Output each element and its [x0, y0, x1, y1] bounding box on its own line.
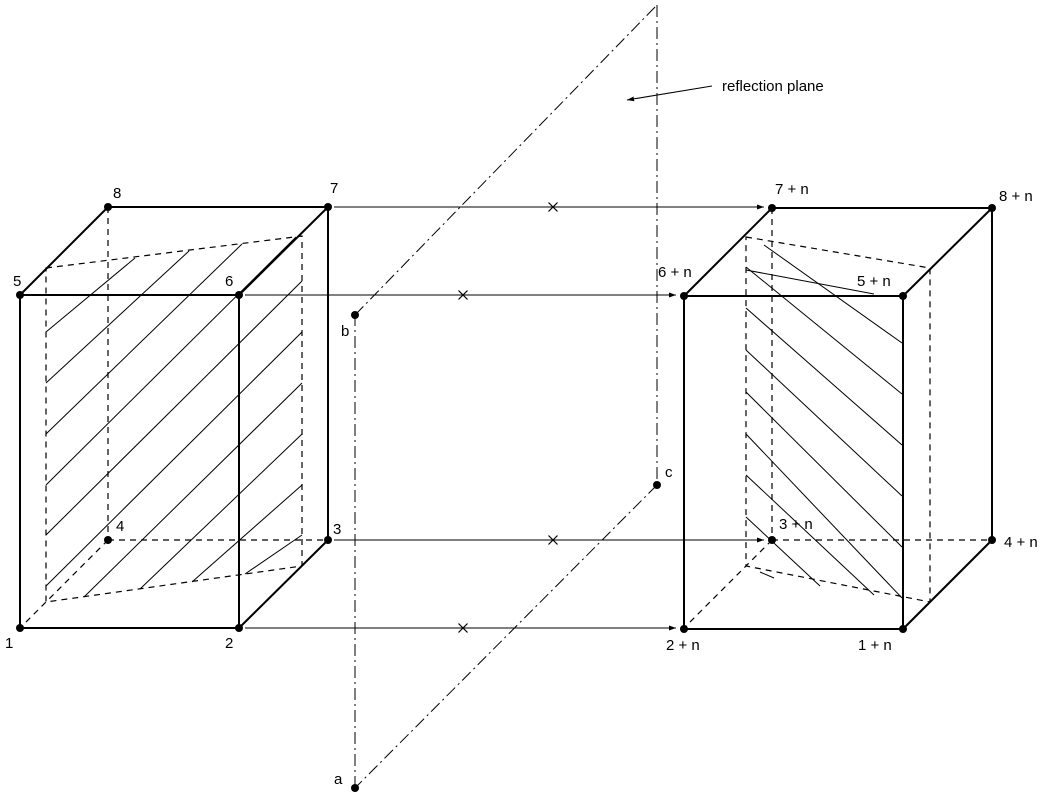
node-label-6: 6: [225, 273, 233, 290]
node-label-8: 8: [113, 185, 121, 202]
node-2-n: [680, 625, 688, 633]
node-3-n: [768, 536, 776, 544]
mirror-mark-7: [548, 202, 558, 212]
node-label-7-n: 7 + n: [775, 181, 809, 198]
right-hatching: [745, 244, 903, 599]
plane-point-label-c: c: [665, 464, 673, 481]
plane-point-label-b: b: [341, 323, 349, 340]
node-label-4-n: 4 + n: [1004, 534, 1038, 551]
nodes: [16, 203, 996, 792]
right-box: [683, 207, 993, 630]
node-label-2: 2: [225, 635, 233, 652]
mirror-mark-6: [458, 290, 468, 300]
node-4-n: [988, 536, 996, 544]
node-7-n: [768, 204, 776, 212]
node-label-5-n: 5 + n: [857, 273, 891, 290]
node-8: [104, 203, 112, 211]
plane-point-b: [351, 311, 359, 319]
node-1-n: [899, 625, 907, 633]
node-5-n: [899, 292, 907, 300]
plane-point-c: [653, 481, 661, 489]
node-8-n: [988, 204, 996, 212]
mirror-mark-2: [458, 623, 468, 633]
plane-label: reflection plane: [722, 78, 824, 95]
node-label-5: 5: [13, 273, 21, 290]
plane-point-a: [351, 784, 359, 792]
node-label-1-n: 1 + n: [858, 637, 892, 654]
node-label-3-n: 3 + n: [779, 516, 813, 533]
node-3: [324, 536, 332, 544]
node-label-6-n: 6 + n: [658, 264, 692, 281]
node-label-7: 7: [330, 180, 338, 197]
node-7: [324, 203, 332, 211]
node-6: [235, 291, 243, 299]
node-4: [104, 536, 112, 544]
node-6-n: [680, 292, 688, 300]
left-box: [19, 206, 329, 629]
node-label-4: 4: [116, 518, 124, 535]
plane-point-label-a: a: [334, 771, 343, 788]
left-hatching: [45, 236, 303, 598]
node-2: [235, 624, 243, 632]
node-label-1: 1: [5, 635, 13, 652]
node-5: [16, 291, 24, 299]
node-label-2-n: 2 + n: [666, 637, 700, 654]
reflection-plane: [354, 4, 658, 789]
node-label-8-n: 8 + n: [999, 188, 1033, 205]
mirror-marks: [458, 202, 558, 633]
node-1: [16, 624, 24, 632]
mirror-mark-3: [548, 535, 558, 545]
plane-label-arrow: [626, 85, 713, 102]
node-label-3: 3: [333, 521, 341, 538]
mapping-arrows: [245, 204, 764, 631]
